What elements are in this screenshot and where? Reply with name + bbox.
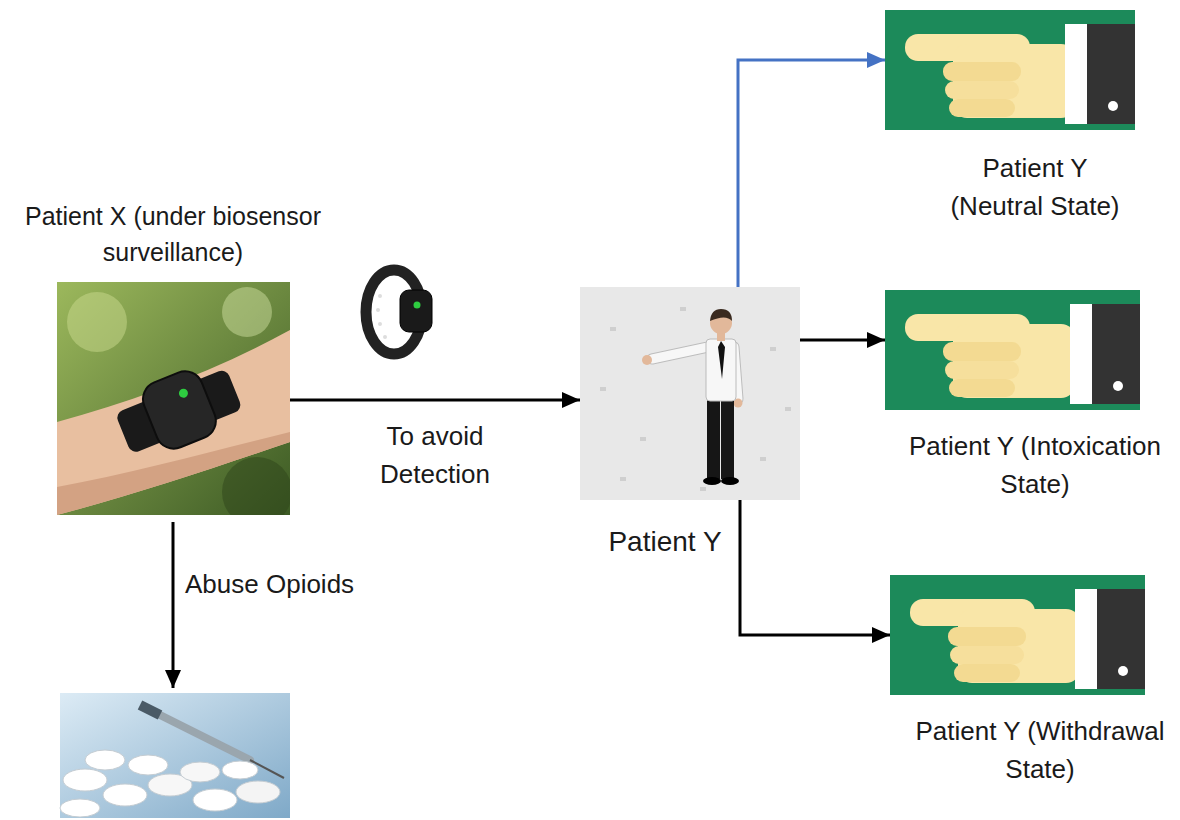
folded-finger <box>950 646 1024 664</box>
leg <box>721 399 734 479</box>
folded-finger <box>945 361 1019 379</box>
card-ground <box>885 10 1135 130</box>
node-label: Patient Y <box>565 522 765 563</box>
watermark-dot <box>770 347 776 351</box>
node-picture <box>885 10 1135 130</box>
card-ground <box>885 290 1140 410</box>
arm <box>57 330 290 515</box>
node-picture <box>885 290 1140 410</box>
cuff-button <box>1118 666 1128 676</box>
strap-hole <box>378 322 382 326</box>
hand <box>642 355 652 365</box>
sleeve <box>1092 304 1140 404</box>
shoe <box>703 477 721 485</box>
folded-finger <box>954 664 1020 682</box>
folded-finger <box>948 627 1026 646</box>
connector-arrow <box>800 339 885 342</box>
drugs-picture <box>60 693 290 818</box>
arm <box>652 347 708 359</box>
connector-arrow <box>738 60 885 287</box>
blur-spot <box>67 292 127 352</box>
node-picture <box>57 282 290 515</box>
node-label: Patient Y (Intoxication State) <box>904 428 1166 503</box>
shoe <box>721 477 739 485</box>
pill <box>85 750 125 770</box>
leg <box>707 399 720 479</box>
arrow-label: Abuse Opioids <box>185 566 354 604</box>
folded-finger <box>945 81 1019 99</box>
pill <box>222 761 258 779</box>
cuff-stripe <box>1075 589 1097 689</box>
blur-spot <box>222 457 290 515</box>
cuff-stripe <box>1070 304 1092 404</box>
strap-hole <box>383 335 387 339</box>
pill <box>60 799 100 817</box>
node-picture <box>890 575 1145 695</box>
cuff-button <box>1108 101 1118 111</box>
folded-finger <box>943 62 1021 81</box>
pill <box>193 789 237 811</box>
band-module <box>400 290 432 332</box>
led-dot <box>178 387 190 399</box>
folded-finger <box>949 99 1015 117</box>
photo-ground <box>580 287 800 500</box>
pill <box>63 769 107 791</box>
watermark-dot <box>600 387 606 391</box>
blur-spot <box>222 287 272 337</box>
state-card: Patient Y (Neutral State) <box>885 10 1135 130</box>
abuse-arrow <box>172 522 175 688</box>
picture-ground <box>60 693 290 818</box>
band-module <box>138 366 222 454</box>
card-ground <box>890 575 1145 695</box>
connector-arrow <box>290 399 580 402</box>
connector-arrow <box>740 500 890 635</box>
folded-finger <box>949 379 1015 397</box>
hair <box>710 309 732 321</box>
strap-hole <box>376 308 380 312</box>
node-picture <box>580 287 800 500</box>
strap-hole <box>378 294 382 298</box>
pill <box>103 784 147 806</box>
patient-photo: Patient X (under biosensor surveillance) <box>57 282 290 515</box>
watermark-dot <box>680 307 686 311</box>
state-card: Patient Y (Intoxication State) <box>885 290 1140 410</box>
led-dot <box>414 302 421 309</box>
cuff-stripe <box>1065 24 1087 124</box>
node-label: Patient Y (Withdrawal State) <box>909 713 1171 788</box>
watermark-dot <box>700 487 706 491</box>
pill <box>128 755 168 775</box>
state-card: Patient Y (Withdrawal State) <box>890 575 1145 695</box>
neck <box>717 333 725 341</box>
sleeve <box>1097 589 1145 689</box>
wristband-icon <box>366 270 432 354</box>
shirt <box>706 339 736 401</box>
sleeve <box>1087 24 1135 124</box>
syringe-plunger <box>140 705 160 715</box>
node-label: Patient X (under biosensor surveillance) <box>13 198 333 271</box>
cuff-button <box>1113 381 1123 391</box>
syringe-barrel <box>150 710 250 760</box>
pill <box>236 781 280 803</box>
folded-finger <box>943 342 1021 361</box>
watermark-dot <box>610 327 616 331</box>
watermark-dot <box>785 407 791 411</box>
wristband <box>110 355 247 465</box>
watermark-dot <box>640 437 646 441</box>
node-label: Patient Y (Neutral State) <box>935 150 1135 225</box>
pill <box>180 762 220 782</box>
patient-photo: Patient Y <box>580 287 800 500</box>
edge-label: To avoid Detection <box>355 418 515 493</box>
arm-outline <box>652 347 708 359</box>
tie <box>718 341 725 379</box>
watermark-dot <box>620 477 626 481</box>
watermark-dot <box>760 457 766 461</box>
